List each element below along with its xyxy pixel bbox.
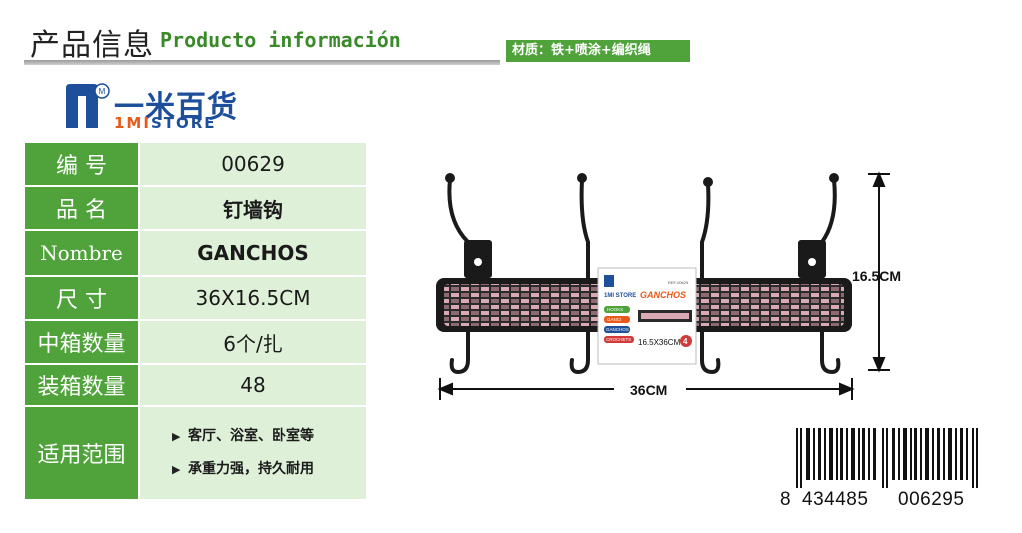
svg-text:GANCI: GANCI (607, 317, 621, 322)
wall-hook-illustration: 1MI STORE REF:00629 GANCHOS HOOKS GANCI … (436, 171, 890, 400)
svg-text:4: 4 (683, 337, 688, 346)
table-row: 适用范围 ▶客厅、浴室、卧室等 ▶承重力强，持久耐用 (23, 405, 368, 501)
product-info-table: 编 号 00629 品 名 钉墙钩 Nombre GANCHOS 尺 寸 36X… (23, 141, 368, 501)
table-row: 装箱数量 48 (23, 363, 368, 407)
barcode-digits-group1: 434485 (802, 489, 869, 510)
svg-text:REF:00629: REF:00629 (668, 280, 689, 285)
barcode-digit-first: 8 (780, 489, 792, 510)
table-row: 尺 寸 36X16.5CM (23, 275, 368, 321)
row-label: Nombre (23, 229, 140, 277)
list-item: ▶客厅、浴室、卧室等 (140, 420, 366, 453)
row-label: 尺 寸 (23, 275, 140, 321)
uses-label: 适用范围 (23, 405, 140, 501)
row-label: 装箱数量 (23, 363, 140, 407)
row-value: GANCHOS (138, 229, 368, 277)
triangle-bullet-icon: ▶ (172, 430, 181, 443)
brand-mark-icon: M (66, 83, 110, 128)
height-dimension-label: 16.5CM (852, 268, 902, 284)
svg-text:GANCHOS: GANCHOS (640, 290, 686, 300)
page-title-zh: 产品信息 (30, 28, 154, 63)
page-title-es: Producto información (160, 28, 401, 52)
barcode-bars (782, 428, 988, 514)
uses-list: ▶客厅、浴室、卧室等 ▶承重力强，持久耐用 (138, 405, 368, 501)
row-value: 48 (138, 363, 368, 407)
width-dimension-label: 36CM (630, 382, 668, 398)
barcode-digits-group2: 006295 (898, 489, 965, 510)
svg-text:M: M (99, 87, 106, 96)
svg-text:GANCHOS: GANCHOS (606, 327, 629, 332)
brand-logo: M 一米百货 1MISTORE (64, 82, 274, 132)
row-label: 编 号 (23, 141, 140, 187)
brand-name-en: 1MISTORE (114, 114, 217, 132)
product-image: 1MI STORE REF:00629 GANCHOS HOOKS GANCI … (430, 160, 910, 409)
table-row: Nombre GANCHOS (23, 229, 368, 277)
svg-text:16.5X36CM: 16.5X36CM (638, 338, 681, 347)
row-value: 钉墙钩 (138, 185, 368, 231)
svg-text:1MI STORE: 1MI STORE (604, 293, 636, 299)
product-tag: 1MI STORE REF:00629 GANCHOS HOOKS GANCI … (597, 267, 697, 365)
row-value: 6个/扎 (138, 319, 368, 365)
row-label: 中箱数量 (23, 319, 140, 365)
row-label: 品 名 (23, 185, 140, 231)
brand-name-zh: 一米百货 (114, 90, 238, 125)
table-row: 品 名 钉墙钩 (23, 185, 368, 231)
header-divider (24, 60, 500, 65)
triangle-bullet-icon: ▶ (172, 463, 181, 476)
svg-text:HOOKS: HOOKS (607, 307, 623, 312)
list-item: ▶承重力强，持久耐用 (140, 453, 366, 486)
svg-text:CROCHETS: CROCHETS (606, 337, 631, 342)
barcode-icon (796, 428, 978, 488)
row-value: 36X16.5CM (138, 275, 368, 321)
table-row: 编 号 00629 (23, 141, 368, 187)
table-row: 中箱数量 6个/扎 (23, 319, 368, 365)
material-badge: 材质：铁+喷涂+编织绳 (506, 40, 690, 62)
row-value: 00629 (138, 141, 368, 187)
